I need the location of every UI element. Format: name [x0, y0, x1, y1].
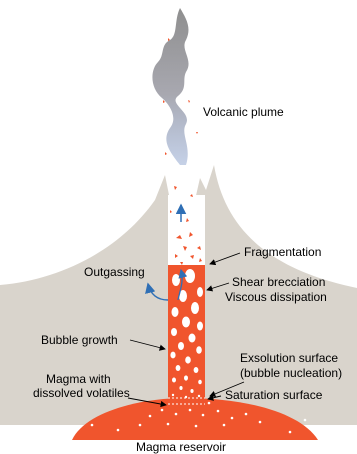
label-bubble-growth: Bubble growth [41, 333, 118, 347]
label-magma-line1: Magma with [46, 372, 111, 386]
label-magma-reservoir: Magma reservoir [136, 440, 226, 454]
volcanic-plume [152, 8, 188, 165]
magma-conduit [168, 265, 205, 407]
conduit-upper [168, 195, 205, 265]
label-viscous-dissipation: Viscous dissipation [225, 290, 327, 304]
label-magma-line2: dissolved volatiles [33, 386, 130, 400]
label-volcanic-plume: Volcanic plume [203, 105, 284, 119]
label-exsolution-surface: Exsolution surface [240, 351, 338, 365]
label-fragmentation: Fragmentation [244, 245, 321, 259]
label-outgassing: Outgassing [84, 265, 145, 279]
label-shear-brecciation: Shear brecciation [232, 275, 325, 289]
label-saturation-surface: Saturation surface [225, 388, 323, 402]
label-bubble-nucleation: (bubble nucleation) [240, 366, 342, 380]
